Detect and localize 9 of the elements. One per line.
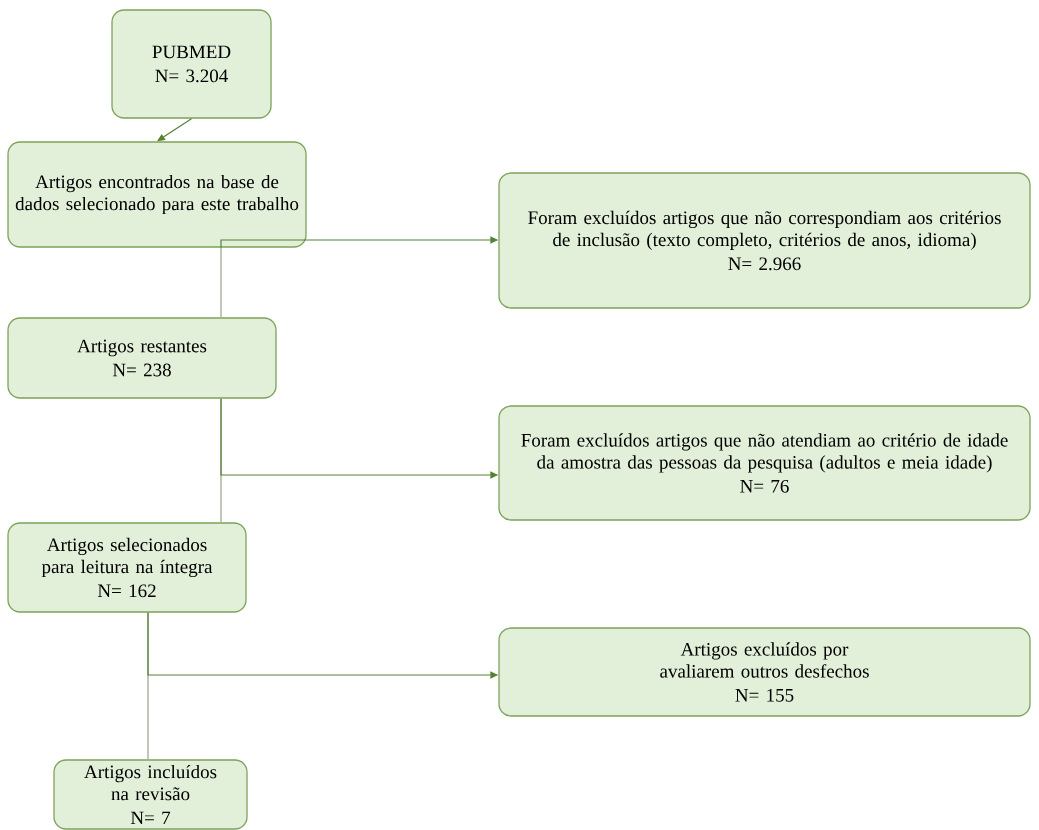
process-box: Artigos excluídos por avaliarem outros desfechos N= 155: [498, 627, 1031, 717]
arrow: [157, 118, 193, 142]
process-box: Foram excluídos artigos que não correspondiam aos critérios de inclusão (texto completo, critérios de anos, idioma) N= 2.966: [498, 172, 1031, 309]
process-box: Artigos incluídos na revisão N= 7: [53, 759, 248, 830]
process-box: PUBMED N= 3.204: [111, 9, 272, 119]
process-box: Foram excluídos artigos que não atendiam ao critério de idade da amostra das pessoas da pesquisa (adultos e meia idade) N= 76: [498, 405, 1031, 521]
process-box: Artigos encontrados na base de dados selecionado para este trabalho: [7, 141, 307, 248]
process-box: Artigos restantes N= 238: [7, 317, 277, 399]
process-box: Artigos selecionados para leitura na íntegra N= 162: [7, 522, 247, 613]
